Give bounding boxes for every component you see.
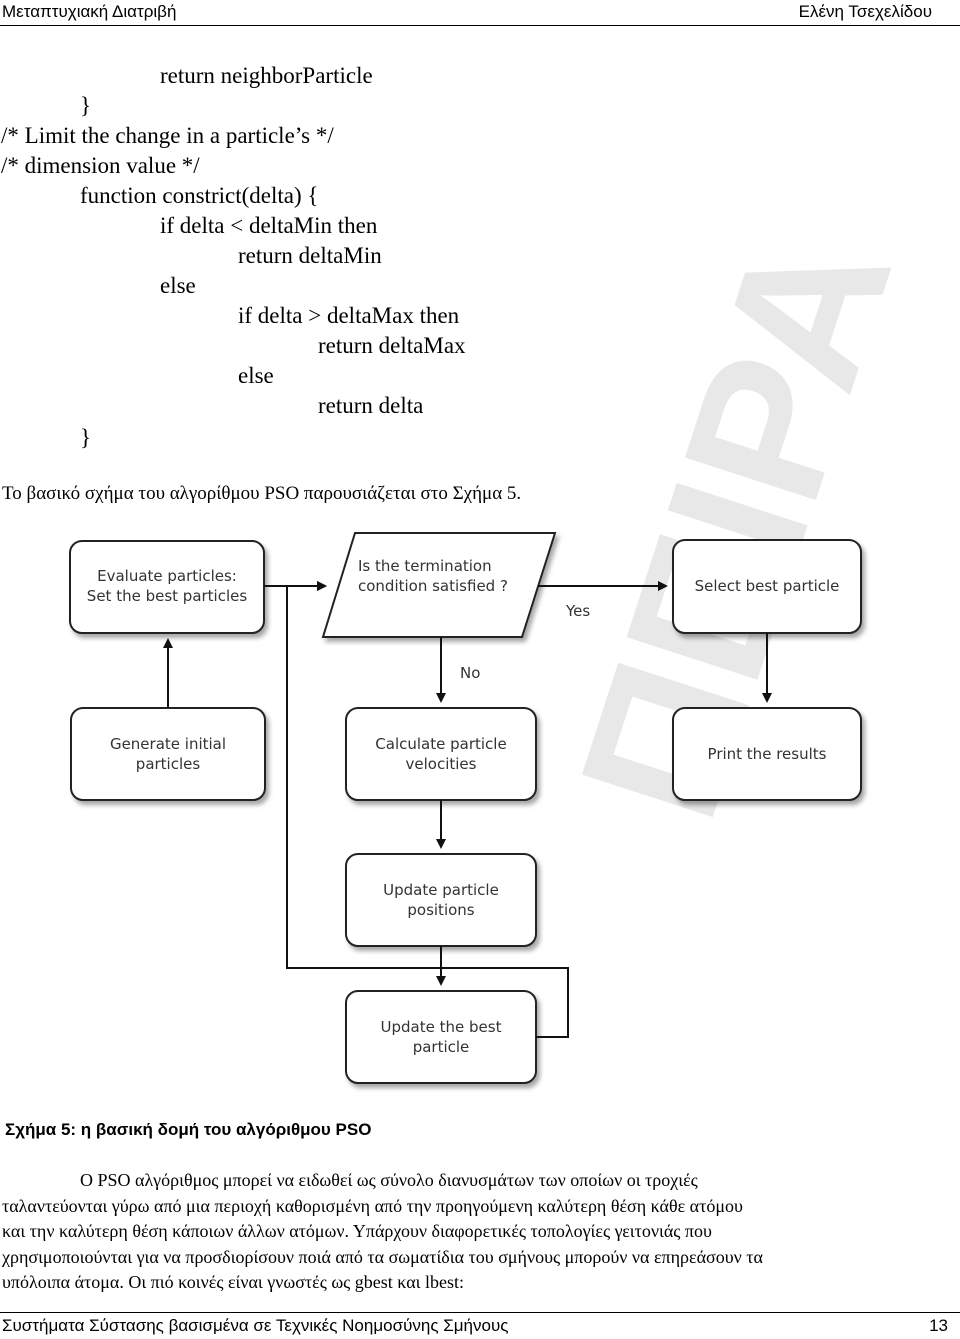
code-line: function constrict(delta) { <box>80 183 319 208</box>
code-line: if delta < deltaMin then <box>160 213 378 238</box>
decision-line-1: Is the termination <box>358 557 492 575</box>
yes-label: Yes <box>565 602 590 620</box>
code-line: return delta <box>318 393 424 418</box>
header-left-title: Μεταπτυχιακή Διατριβή <box>2 2 177 21</box>
header-rule <box>0 25 960 26</box>
code-line: else <box>238 363 274 388</box>
pso-flowchart: Evaluate particles: Set the best particl… <box>69 532 862 1084</box>
body-line: ταλαντεύονται γύρω από μια περιοχή καθορ… <box>2 1195 743 1216</box>
code-line: return deltaMax <box>318 333 466 358</box>
evaluate-line-1: Evaluate particles: <box>97 567 237 585</box>
body-line: υπόλοιπα άτομα. Οι πιό κοινές είναι γνωσ… <box>2 1272 464 1293</box>
decision-line-2: condition satisfied ? <box>358 577 508 595</box>
arrow-update-best-loop <box>286 586 569 1038</box>
code-line: /* Limit the change in a particle’s */ <box>1 123 334 148</box>
code-line: if delta > deltaMax then <box>238 303 460 328</box>
header-author: Ελένη Τσεχελίδου <box>798 2 932 21</box>
update-positions-node: Update particle positions <box>345 853 537 947</box>
code-line: return deltaMin <box>238 243 382 268</box>
body-line: χρησιμοποιούνται για να προσδιορίσουν πο… <box>2 1246 763 1267</box>
page-number: 13 <box>929 1316 948 1335</box>
update-positions-line-1: Update particle <box>383 881 499 899</box>
code-line: } <box>80 93 92 118</box>
figure-caption: Σχήμα 5: η βασική δομή του αλγόριθμου PS… <box>5 1120 372 1139</box>
print-results-node: Print the results <box>672 707 862 801</box>
intro-paragraph: Το βασικό σχήμα του αλγορίθμου PSO παρου… <box>2 483 522 504</box>
update-best-line-1: Update the best <box>381 1018 502 1036</box>
update-best-node: Update the best particle <box>345 990 537 1084</box>
calculate-line-2: velocities <box>406 755 477 773</box>
update-positions-line-2: positions <box>407 901 474 919</box>
code-line: /* dimension value */ <box>1 153 200 178</box>
termination-decision-node: Is the termination condition satisfied ? <box>321 532 557 638</box>
calculate-velocities-node: Calculate particle velocities <box>345 707 537 801</box>
calculate-line-1: Calculate particle <box>375 735 506 753</box>
generate-particles-node: Generate initial particles <box>70 707 266 801</box>
generate-line-2: particles <box>136 755 201 773</box>
select-best-particle-node: Select best particle <box>672 539 862 634</box>
print-results-text: Print the results <box>708 745 827 763</box>
footer-rule <box>0 1312 960 1313</box>
code-line: return neighborParticle <box>160 63 373 88</box>
generate-line-1: Generate initial <box>110 735 226 753</box>
code-line: else <box>160 273 196 298</box>
select-best-text: Select best particle <box>695 577 840 595</box>
body-line: Ο PSO αλγόριθμος μπορεί να ειδωθεί ως σύ… <box>80 1170 698 1190</box>
footer-title: Συστήματα Σύστασης βασισμένα σε Τεχνικές… <box>2 1316 509 1335</box>
body-line: και την καλύτερη θέση κάποιων άλλων ατόμ… <box>2 1221 712 1242</box>
body-paragraph: Ο PSO αλγόριθμος μπορεί να ειδωθεί ως σύ… <box>2 1168 936 1296</box>
update-best-line-2: particle <box>413 1038 470 1056</box>
no-label: No <box>460 664 480 682</box>
evaluate-particles-node: Evaluate particles: Set the best particl… <box>69 540 265 634</box>
code-line: } <box>80 425 92 450</box>
evaluate-line-2: Set the best particles <box>87 587 248 605</box>
